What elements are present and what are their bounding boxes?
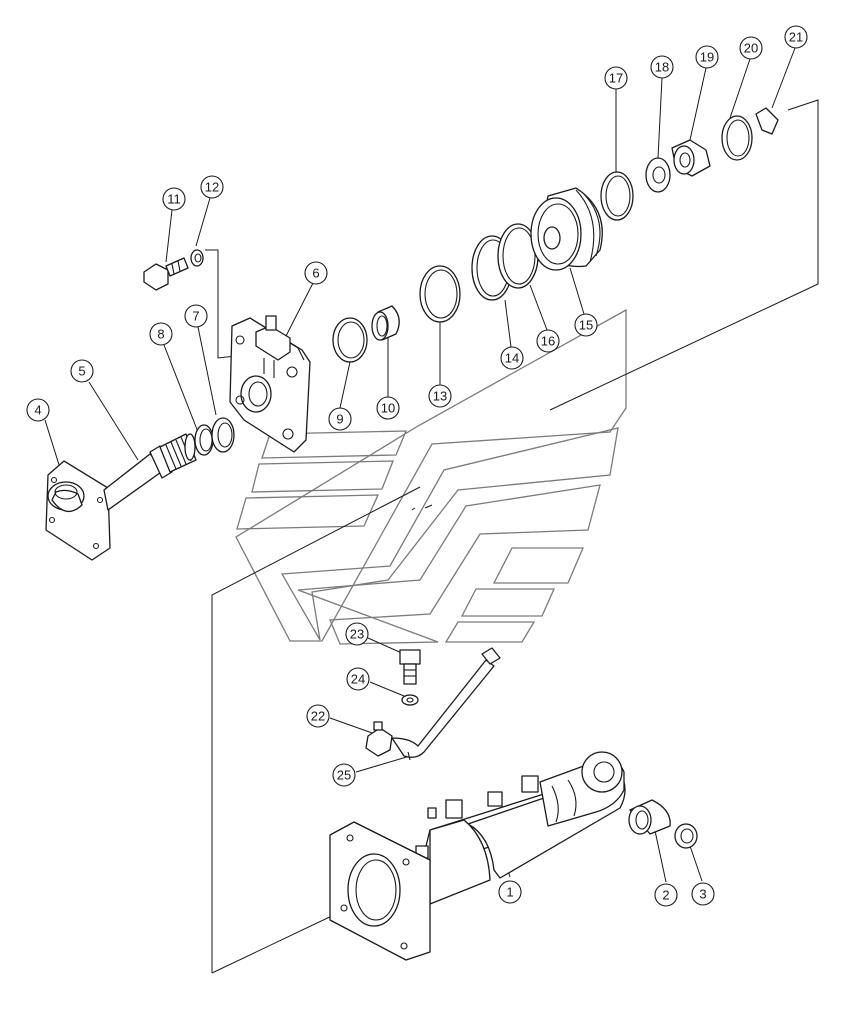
- watermark-logo: [235, 308, 627, 645]
- callout-18: 18: [650, 55, 674, 79]
- callout-16: 16: [536, 329, 560, 353]
- bushing-part-2: [628, 799, 671, 835]
- ring-part-20: [721, 115, 753, 161]
- callout-19: 19: [695, 45, 719, 69]
- callout-22: 22: [306, 704, 330, 728]
- svg-text:18: 18: [655, 60, 669, 75]
- key-part-21: [755, 107, 779, 135]
- o-ring-part-9: [332, 317, 368, 363]
- callout-10: 10: [376, 396, 400, 420]
- svg-text:22: 22: [311, 709, 325, 724]
- callout-7: 7: [184, 304, 208, 328]
- callout-15: 15: [574, 313, 598, 337]
- ring-part-3: [674, 823, 698, 849]
- svg-text:8: 8: [157, 327, 164, 342]
- piston-rod-part-5: [103, 433, 197, 511]
- svg-text:24: 24: [351, 672, 365, 687]
- svg-text:7: 7: [192, 309, 199, 324]
- svg-text:13: 13: [433, 389, 447, 404]
- callout-11: 11: [162, 187, 186, 211]
- svg-text:5: 5: [78, 364, 85, 379]
- svg-text:16: 16: [541, 334, 555, 349]
- svg-text:21: 21: [789, 30, 803, 45]
- svg-text:6: 6: [312, 266, 319, 281]
- callout-9: 9: [328, 407, 352, 431]
- bushing-part-10: [371, 305, 400, 341]
- callout-25: 25: [332, 763, 356, 787]
- piston-part-15: [530, 187, 603, 271]
- seal-part-7: [211, 417, 235, 453]
- svg-text:23: 23: [350, 627, 364, 642]
- callout-2: 2: [654, 883, 678, 907]
- svg-text:17: 17: [609, 71, 623, 86]
- svg-text:14: 14: [505, 351, 519, 366]
- head-block-part-6: [229, 315, 311, 453]
- leader-lines: [44, 47, 819, 974]
- flange-cap-part-4: [45, 460, 111, 561]
- bolt-part-11: [143, 257, 189, 291]
- washer-part-12: [190, 249, 204, 267]
- ring-part-16: [497, 223, 539, 289]
- washer-part-24: [401, 694, 419, 706]
- pipe-part-25: [391, 647, 501, 761]
- callout-8: 8: [149, 322, 173, 346]
- svg-text:20: 20: [744, 41, 758, 56]
- svg-text:3: 3: [699, 887, 706, 902]
- callout-1: 1: [498, 880, 522, 904]
- callout-17: 17: [604, 66, 628, 90]
- callout-6: 6: [304, 261, 328, 285]
- callout-20: 20: [739, 36, 763, 60]
- svg-text:9: 9: [336, 412, 343, 427]
- callout-24: 24: [346, 667, 370, 691]
- nut-part-19: [671, 139, 711, 177]
- washer-part-18: [645, 157, 671, 193]
- cylinder-body-part-1: [329, 751, 626, 961]
- svg-text:11: 11: [167, 192, 181, 207]
- callout-3: 3: [691, 882, 715, 906]
- svg-text:12: 12: [205, 180, 219, 195]
- callout-23: 23: [345, 622, 369, 646]
- callout-14: 14: [500, 346, 524, 370]
- svg-text:2: 2: [662, 888, 669, 903]
- callout-5: 5: [70, 359, 94, 383]
- ring-part-17: [600, 171, 634, 221]
- seal-part-8: [194, 424, 214, 456]
- svg-text:10: 10: [381, 401, 395, 416]
- svg-text:19: 19: [700, 50, 714, 65]
- svg-text:4: 4: [34, 403, 41, 418]
- fitting-part-22: [365, 721, 393, 757]
- callout-4: 4: [26, 398, 50, 422]
- callout-21: 21: [784, 25, 808, 49]
- svg-text:25: 25: [337, 768, 351, 783]
- callouts: 1 2 3 4 5 6 7 8 9 10 11 12 13 14 15 16 1…: [26, 25, 808, 907]
- ring-part-13: [419, 265, 461, 323]
- callout-13: 13: [428, 384, 452, 408]
- svg-text:1: 1: [506, 885, 513, 900]
- svg-text:15: 15: [579, 318, 593, 333]
- callout-12: 12: [200, 175, 224, 199]
- bolt-part-23: [399, 649, 421, 685]
